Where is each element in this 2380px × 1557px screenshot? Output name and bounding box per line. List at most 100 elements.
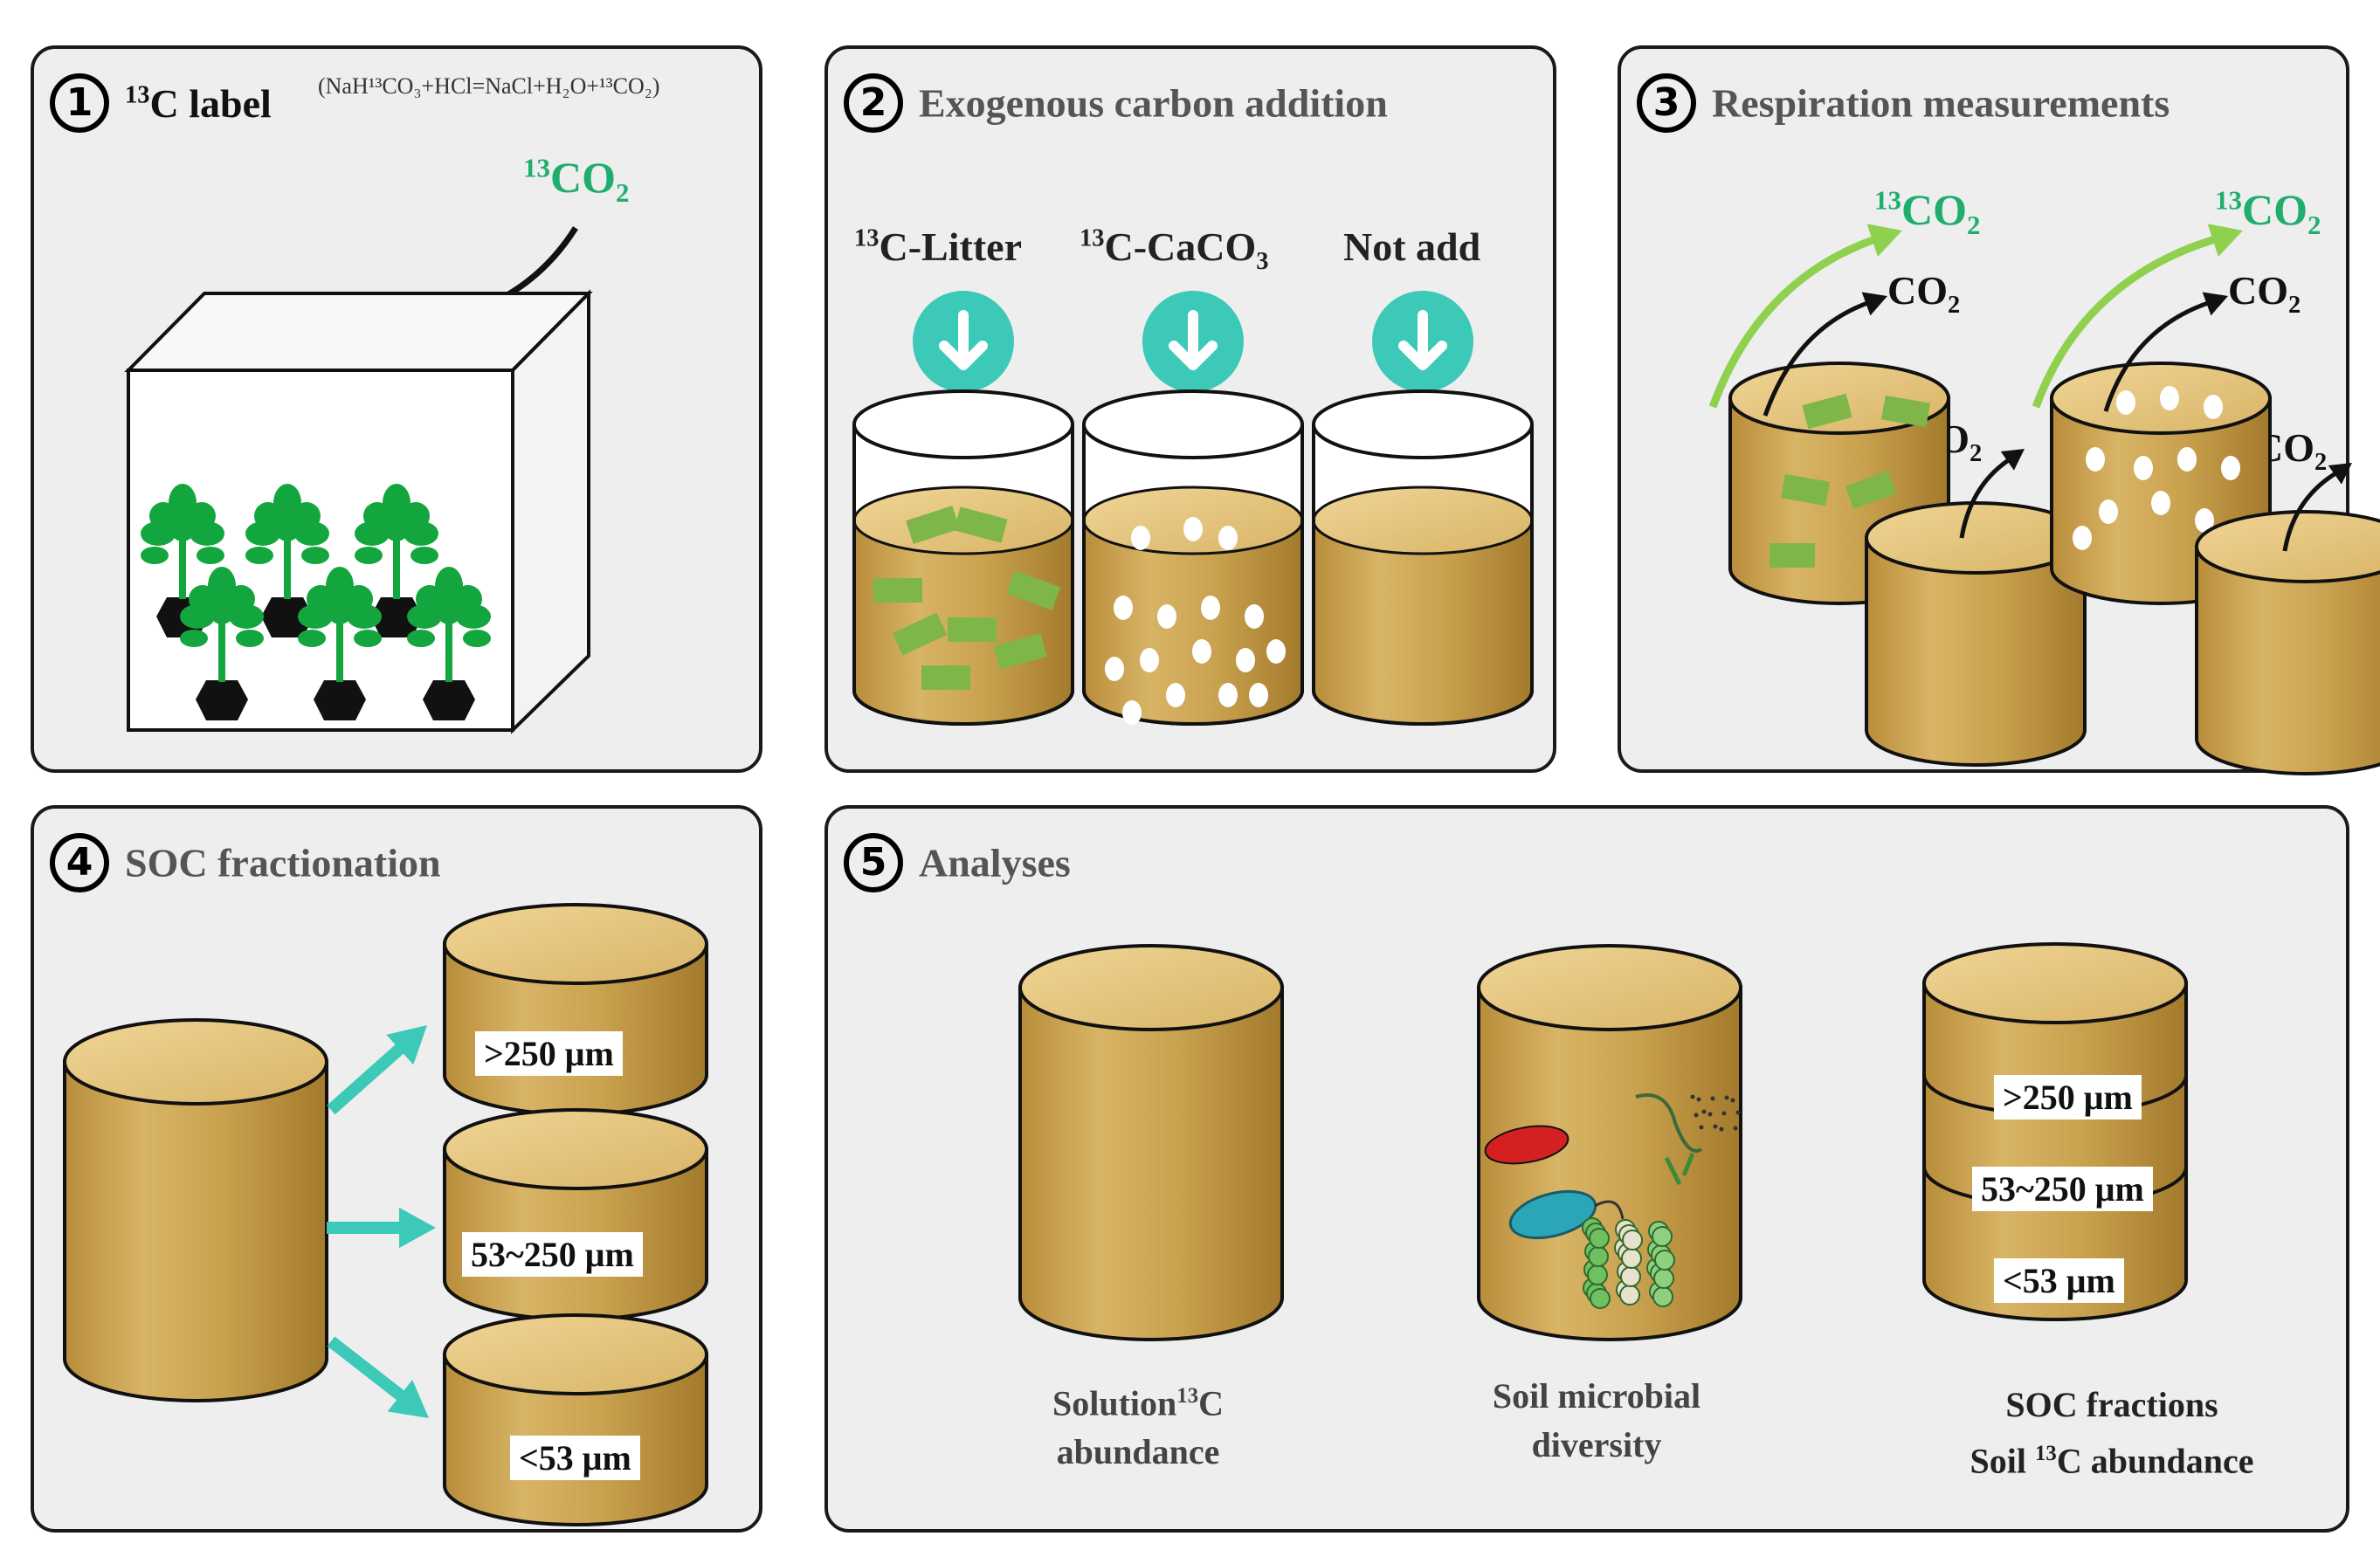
carbonate-particle-16: [1249, 683, 1268, 707]
labeled-co2-label-2: 13CO2: [2215, 184, 2321, 240]
carbonate-particle-7: [1245, 604, 1264, 629]
plant-pots: [141, 484, 491, 720]
step-number-2: 2: [844, 73, 903, 133]
carbonate-particle-resp-10: [2073, 526, 2092, 550]
fraction-label-medium: 53~250 μm: [462, 1232, 643, 1277]
litter-piece-resp-2: [1880, 395, 1931, 428]
fraction-label-large: >250 μm: [475, 1031, 623, 1076]
co2-arrow-3: [2103, 300, 2211, 412]
treatment-label-caco3: 13C-CaCO3: [1080, 224, 1269, 276]
plant-6: [407, 567, 491, 720]
arrow-to-small: [327, 1336, 414, 1408]
analyses-diagram: [1018, 942, 2188, 1341]
control-soil-core-1: [1865, 501, 2087, 767]
fraction-core-medium: [443, 1108, 708, 1321]
analysis-fraction-large: >250 μm: [1994, 1075, 2142, 1120]
carbonate-particle-5: [1157, 604, 1176, 629]
carbonate-particle-resp-6: [2177, 447, 2197, 472]
litter-piece-1: [906, 506, 960, 544]
carbonate-particle-9: [1192, 639, 1211, 664]
co2-arrow-2: [1959, 457, 2011, 539]
chamber-side: [511, 289, 590, 734]
step-number-3: 3: [1637, 73, 1696, 133]
litter-piece-3: [873, 578, 922, 603]
step-number-4: 4: [50, 833, 109, 892]
fraction-core-small: [443, 1313, 708, 1526]
litter-piece-2: [954, 506, 1008, 543]
carbonate-particle-resp-2: [2160, 386, 2179, 410]
labeled-co2-arrow-2: [2032, 232, 2225, 409]
co2-arrow-1: [1763, 300, 1871, 417]
solution-soil-core: [1018, 944, 1284, 1341]
carbonate-particle-1: [1131, 526, 1150, 550]
carbonate-particle-15: [1122, 700, 1142, 725]
litter-piece-6: [948, 617, 997, 642]
fungal-hypha: [1635, 1093, 1703, 1153]
litter-piece-5: [892, 612, 948, 656]
arrow-to-large: [327, 1035, 414, 1115]
labeled-co2-label: 13CO2: [523, 152, 630, 208]
beaker-2: [1082, 291, 1304, 726]
plant-3: [355, 484, 438, 637]
carbonate-particle-12: [1266, 639, 1286, 664]
caption-solution-abundance: Solution13C abundance: [1052, 1383, 1224, 1472]
caption-soc-fractions: SOC fractions Soil 13C abundance: [1970, 1385, 2254, 1481]
fractionation-diagram: [63, 903, 708, 1526]
carbonate-particle-6: [1201, 596, 1220, 620]
carbonate-particle-3: [1218, 526, 1238, 550]
carbonate-particle-11: [1105, 657, 1124, 681]
carbonate-particle-resp-9: [2151, 491, 2170, 515]
carbonate-particle-2: [1183, 517, 1203, 541]
treatment-label-not-add: Not add: [1343, 224, 1481, 269]
carbonate-particle-resp-11: [2195, 508, 2214, 533]
chamber-top: [124, 292, 593, 372]
litter-piece-resp-1: [1802, 393, 1852, 430]
respiration-cylinders: [1708, 224, 2380, 775]
carbonate-particle-10: [1236, 648, 1255, 672]
caption-microbial-diversity: Soil microbial diversity: [1492, 1376, 1701, 1464]
litter-piece-7: [993, 633, 1047, 670]
step-number-1: 1: [50, 73, 109, 133]
analysis-fraction-medium: 53~250 μm: [1972, 1167, 2153, 1211]
labeling-chamber: [124, 226, 593, 734]
carbonate-particle-resp-4: [2086, 447, 2105, 472]
carbonate-particle-resp-8: [2099, 499, 2118, 524]
litter-piece-4: [1005, 570, 1061, 610]
carbonate-particle-resp-7: [2221, 456, 2240, 480]
fraction-core-large: [443, 903, 708, 1116]
beaker-1: [852, 291, 1074, 726]
labeled-co2-label-1: 13CO2: [1874, 184, 1981, 240]
blue-microbe: [1508, 1189, 1597, 1240]
soc-fractions-core: [1922, 942, 2188, 1321]
litter-piece-8: [921, 665, 970, 690]
bulk-soil-core: [63, 1018, 328, 1402]
red-microbe: [1484, 1125, 1569, 1165]
carbonate-particle-14: [1218, 683, 1238, 707]
carbonate-particle-4: [1114, 596, 1133, 620]
control-soil-core-2: [2195, 510, 2380, 775]
co2-label-3: CO2: [2228, 268, 2301, 320]
plant-5: [298, 567, 382, 720]
litter-piece-resp-5: [1769, 543, 1815, 568]
litter-piece-resp-3: [1780, 473, 1831, 506]
carbonate-particle-resp-1: [2116, 390, 2135, 415]
beaker-3: [1312, 291, 1534, 726]
fraction-label-small: <53 μm: [510, 1436, 640, 1480]
gas-flux-arrows: [1708, 224, 2352, 552]
plant-4: [180, 567, 264, 720]
reaction-equation: (NaH¹³CO₃+HCl=NaCl+H₂O+¹³CO₂): [318, 73, 660, 99]
step-number-5: 5: [844, 833, 903, 892]
carbonate-particle-resp-3: [2204, 395, 2223, 419]
plant-2: [245, 484, 329, 637]
carbonate-particle-8: [1140, 648, 1159, 672]
fractionation-arrows: [327, 1025, 436, 1418]
microbe-cluster: [1582, 1217, 1675, 1309]
